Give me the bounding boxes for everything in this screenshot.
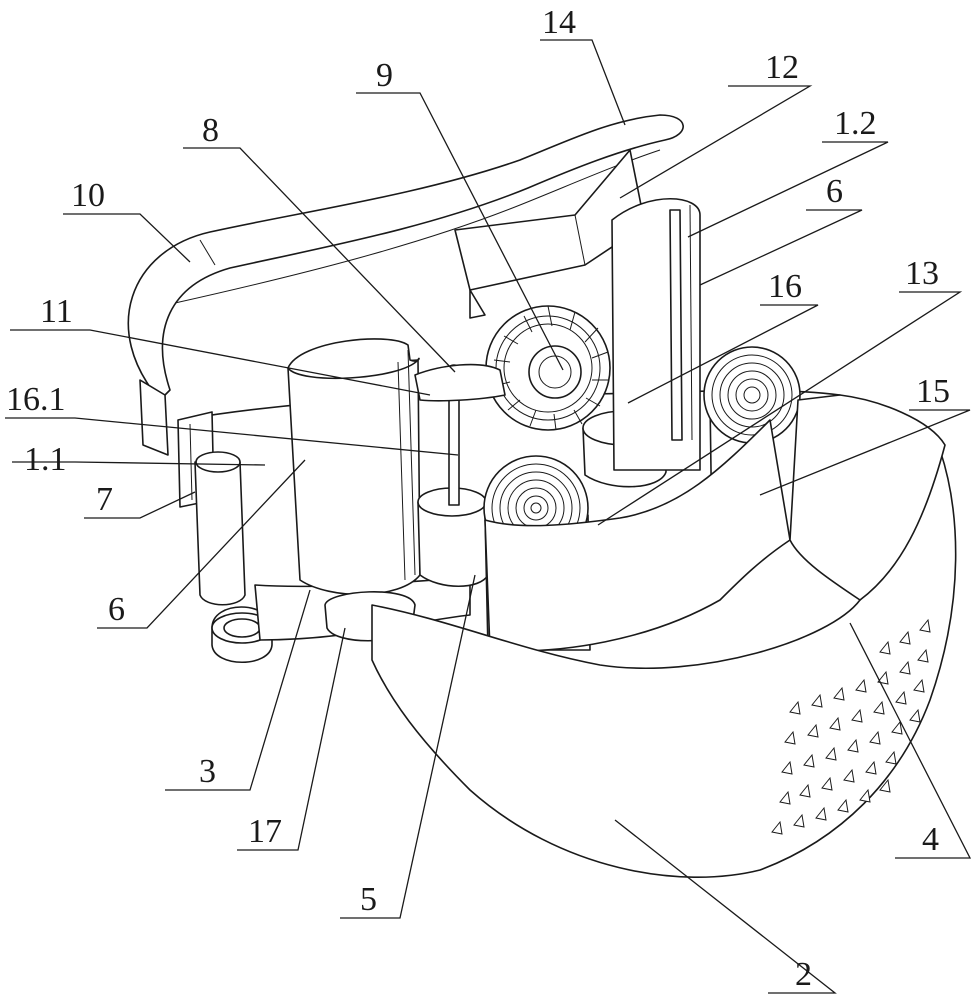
label-15: 15 bbox=[916, 373, 950, 410]
label-5: 5 bbox=[360, 881, 377, 918]
label-7: 7 bbox=[96, 481, 113, 518]
front-shell bbox=[371, 394, 957, 878]
label-12: 12 bbox=[765, 49, 799, 86]
label-4: 4 bbox=[922, 821, 939, 858]
label-1-1: 1.1 bbox=[24, 441, 67, 478]
label-8: 8 bbox=[202, 112, 219, 149]
leader-lines bbox=[5, 39, 972, 994]
label-16-1: 16.1 bbox=[6, 381, 66, 418]
seal-ring bbox=[211, 606, 273, 663]
fan-impeller-9 bbox=[485, 305, 611, 431]
cartridge-7 bbox=[194, 451, 246, 606]
label-6-right: 6 bbox=[826, 173, 843, 210]
label-10: 10 bbox=[71, 177, 105, 214]
label-9: 9 bbox=[376, 57, 393, 94]
label-2: 2 bbox=[795, 956, 812, 993]
label-11: 11 bbox=[40, 293, 73, 330]
filter-cylinder-right bbox=[611, 198, 701, 471]
label-17: 17 bbox=[248, 813, 282, 850]
label-13: 13 bbox=[905, 255, 939, 292]
filter-cylinder-left bbox=[287, 338, 421, 596]
perforation-pattern bbox=[771, 618, 931, 835]
air-duct-11 bbox=[414, 363, 506, 402]
label-6-left: 6 bbox=[108, 591, 125, 628]
label-3: 3 bbox=[199, 753, 216, 790]
reference-numerals: 14 12 9 1.2 8 6 10 16 13 11 15 16.1 1.1 … bbox=[6, 4, 950, 993]
label-14: 14 bbox=[542, 4, 576, 41]
label-1-2: 1.2 bbox=[834, 105, 877, 142]
label-16: 16 bbox=[768, 268, 802, 305]
strap-band bbox=[127, 114, 684, 456]
